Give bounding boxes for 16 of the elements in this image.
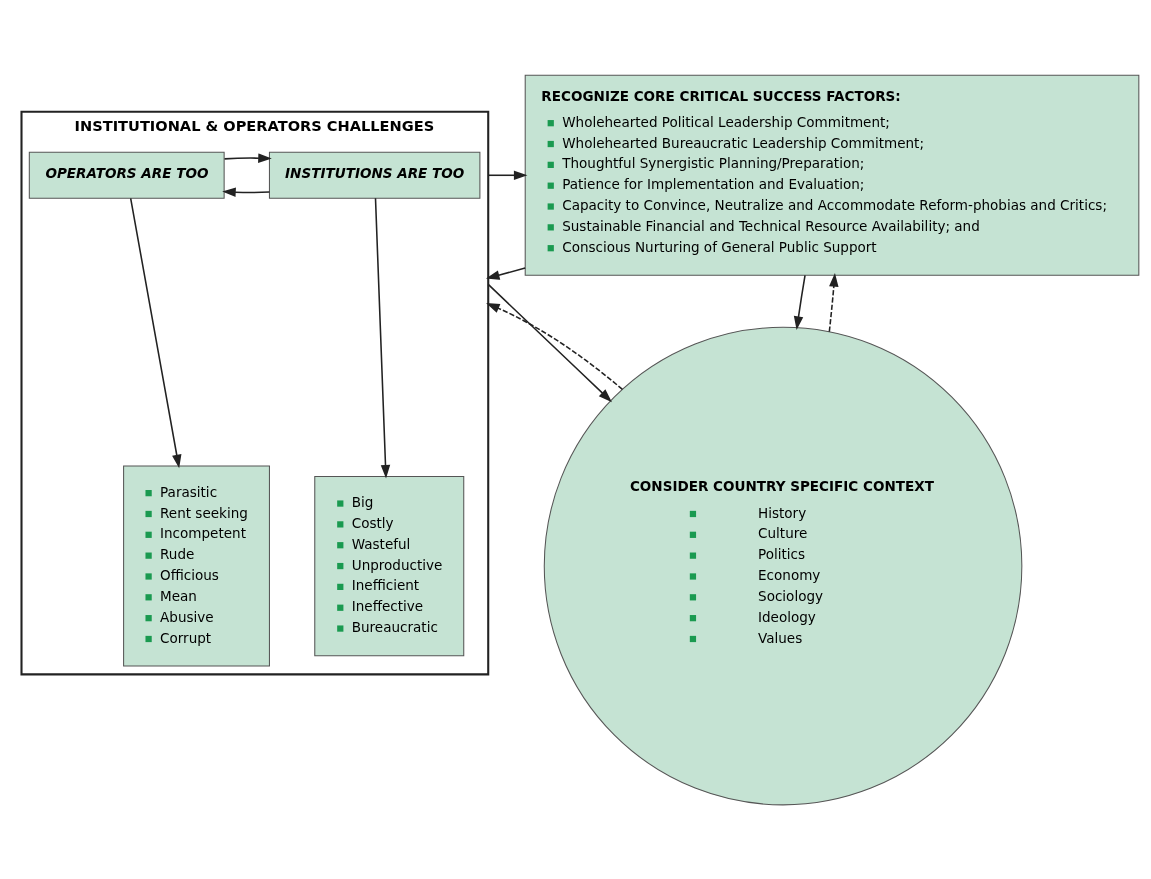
arrow	[828, 272, 839, 332]
arrow	[221, 187, 270, 197]
node-box: INSTITUTIONS ARE TOO	[268, 151, 480, 199]
arrow	[374, 197, 390, 478]
arrow	[485, 266, 526, 280]
node-box: RECOGNIZE CORE CRITICAL SUCCESS FACTORS: Wholehearted Political Leadership Commitment; Wholehearted Bureaucratic Leadership Commitment; Thoughtful Synergistic Planning/Preparation; Patience for Implementation and Evaluation; Capacity to Convince, Neutralize and Accommodate Reform-phobias and Critics; Sustainable Financial and Technical Resource Availability; and Conscious Nurturing of General Public Support	[524, 74, 1139, 276]
arrow	[485, 302, 623, 390]
arrow	[486, 283, 612, 402]
arrow	[793, 274, 806, 330]
node-box: OPERATORS ARE TOO	[28, 151, 225, 199]
arrow	[129, 197, 181, 468]
node-circle: CONSIDER COUNTRY SPECIFIC CONTEXT History Culture Politics Economy Sociology Ideology Values	[543, 326, 1022, 805]
node-box: Big Costly Wasteful Unproductive Inefficient Ineffective Bureaucratic	[313, 475, 464, 656]
arrow	[223, 152, 272, 163]
node-box: Parasitic Rent seeking Incompetent Rude Officious Mean Abusive Corrupt	[122, 465, 270, 667]
arrow	[486, 170, 527, 180]
